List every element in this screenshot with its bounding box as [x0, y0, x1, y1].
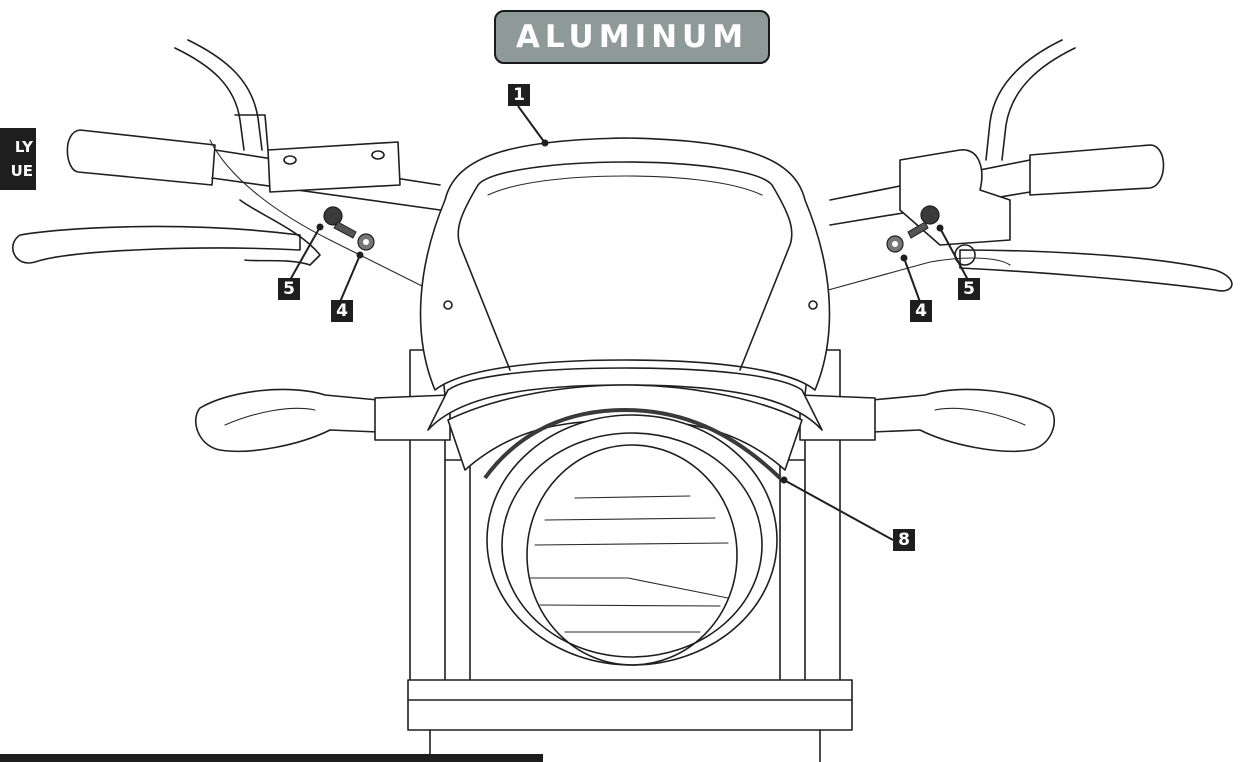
- left-screw: [323, 206, 357, 239]
- callout-screw-left: 5: [278, 278, 300, 300]
- bottom-bar: [0, 754, 543, 762]
- left-master-cylinder: [234, 114, 401, 266]
- side-note-line2: UE: [10, 162, 33, 180]
- callout-windscreen: 1: [508, 84, 530, 106]
- right-screw: [907, 205, 940, 239]
- left-mirror-stem: [174, 39, 263, 151]
- callout-trim-strip: 8: [893, 529, 915, 551]
- left-fork: [374, 349, 451, 711]
- callout-washer-right: 4: [910, 300, 932, 322]
- material-banner: ALUMINUM: [494, 10, 770, 64]
- windscreen: [419, 137, 831, 391]
- lower-triple-clamp: [407, 679, 853, 762]
- left-cable: [209, 139, 441, 296]
- right-washer: [886, 235, 904, 253]
- right-mirror: [871, 388, 1055, 453]
- trim-strip: [483, 407, 782, 480]
- right-brake-lever: [959, 249, 1233, 292]
- headlight: [486, 414, 778, 666]
- right-cable: [809, 257, 1011, 296]
- callout-screw-right: 5: [958, 278, 980, 300]
- material-label: ALUMINUM: [515, 19, 749, 55]
- headlight-housing: [427, 367, 823, 471]
- side-note-line1: LY: [14, 138, 33, 156]
- left-washer: [357, 233, 375, 251]
- leader-lines: [289, 105, 969, 541]
- left-brake-lever: [12, 225, 301, 264]
- left-mirror: [195, 388, 379, 453]
- side-note-tab: LY UE: [0, 128, 36, 190]
- right-fork: [799, 349, 876, 711]
- right-mirror-stem: [985, 39, 1076, 161]
- callout-washer-left: 4: [331, 300, 353, 322]
